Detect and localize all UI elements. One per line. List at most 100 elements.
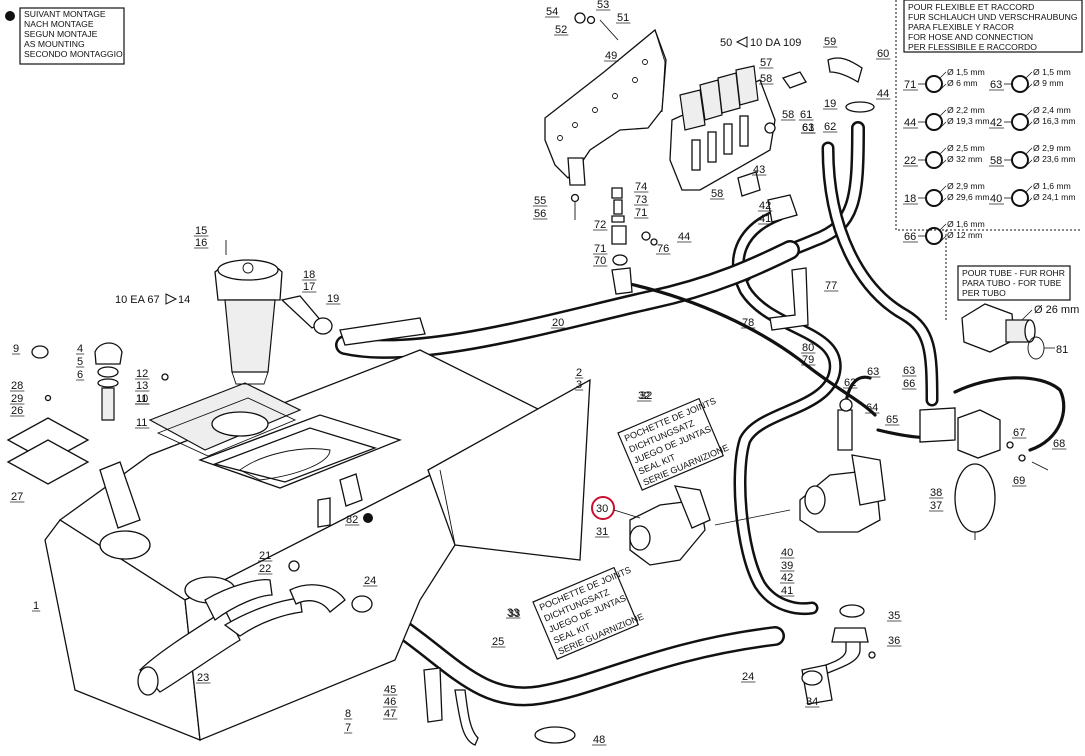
- tube-box: POUR TUBE - FUR ROHR PARA TUBO - FOR TUB…: [957, 265, 1079, 360]
- part-label: 17: [303, 281, 315, 293]
- fitting-stack: [570, 187, 658, 295]
- part-label: 63: [867, 366, 879, 378]
- part-label: 53: [597, 0, 609, 11]
- oring-size-item: 71 Ø 1,5 mmØ 6 mm: [903, 67, 985, 93]
- oring-icon: [1011, 151, 1029, 169]
- oring-icon: [925, 227, 943, 245]
- part-label: 79: [802, 354, 814, 366]
- part-label: 37: [930, 500, 942, 512]
- part-label: 54: [546, 6, 558, 18]
- part-label: 8: [345, 708, 351, 720]
- part-label: 73: [635, 194, 647, 206]
- part-label: 61: [802, 122, 814, 134]
- tube-box-line-3: PER TUBO: [962, 288, 1006, 298]
- part-label: 16: [195, 237, 207, 249]
- oring-inner-diameter: Ø 19,3 mm: [947, 116, 990, 126]
- part-label: 77: [825, 280, 837, 292]
- oring-inner-diameter: Ø 24,1 mm: [1033, 192, 1076, 202]
- oring-ref: 40: [990, 193, 1002, 205]
- part-label: 74: [635, 181, 647, 193]
- oring-section: Ø 2,5 mm: [947, 143, 985, 153]
- part-label: 39: [781, 560, 793, 572]
- part-label: 76: [657, 243, 669, 255]
- tube-diameter: Ø 26 mm: [1034, 304, 1079, 316]
- tube-fitting-icon: [961, 303, 1045, 360]
- oring-ref: 44: [904, 117, 916, 129]
- oring-inner-diameter: Ø 9 mm: [1033, 78, 1064, 88]
- part-label: 36: [888, 635, 900, 647]
- part-label: 57: [760, 57, 772, 69]
- return-filter: [214, 240, 333, 385]
- gear-pump-right: [799, 398, 886, 533]
- part-label: 7: [345, 722, 351, 734]
- part-label: 67: [1013, 427, 1025, 439]
- filter-ref-code: 10 EA 67: [115, 294, 160, 306]
- valve-ref-number: 50: [720, 37, 732, 49]
- part-label: 45: [384, 684, 396, 696]
- part-label: 48: [593, 734, 605, 746]
- part-label: 3: [576, 379, 582, 391]
- oring-section: Ø 1,5 mm: [947, 67, 985, 77]
- oring-size-item: 22Ø 2,5 mmØ 32 mm: [903, 143, 985, 169]
- oring-icon: [1011, 75, 1029, 93]
- part-label: 35: [888, 610, 900, 622]
- legend-line-5: SECONDO MONTAGGIO: [24, 49, 123, 59]
- seal-kit-32-ref: 32: [640, 390, 652, 402]
- part-label: 63: [903, 365, 915, 377]
- suction-elbow: [801, 604, 876, 705]
- oring-size-item: 40Ø 1,6 mmØ 24,1 mm: [989, 181, 1076, 207]
- oring-section: Ø 1,5 mm: [1033, 67, 1071, 77]
- part-label: 82: [346, 514, 358, 526]
- mounting-legend: SUIVANT MONTAGE NACH MONTAGE SEGUN MONTA…: [5, 7, 125, 65]
- control-valve-block: [669, 57, 875, 223]
- bullet-dot-icon: [363, 513, 373, 523]
- tube-box-line-2: PARA TUBO - FOR TUBE: [962, 278, 1062, 288]
- part-label: 44: [877, 88, 889, 100]
- part-label: 40: [781, 547, 793, 559]
- hose-box-line-3: PARA FLEXIBLE Y RACOR: [908, 22, 1014, 32]
- part-label: 5: [77, 356, 83, 368]
- part-label: 64: [866, 402, 878, 414]
- part-label: 56: [534, 208, 546, 220]
- tube-ref: 81: [1056, 344, 1068, 356]
- part-label: 62: [824, 121, 836, 133]
- oring-section: Ø 2,2 mm: [947, 105, 985, 115]
- part-label: 51: [617, 12, 629, 24]
- part-label: 55: [534, 195, 546, 207]
- valve-ref-code: 10 DA 109: [750, 37, 801, 49]
- part-label: 18: [303, 269, 315, 281]
- part-label: 65: [886, 414, 898, 426]
- part-label: 22: [259, 563, 271, 575]
- part-label: 28: [11, 380, 23, 392]
- part-label: 52: [555, 24, 567, 36]
- bracket-49: [544, 12, 667, 186]
- part-label: 12: [136, 368, 148, 380]
- oring-size-item: 66Ø 1,6 mmØ 12 mm: [903, 219, 985, 245]
- part-label: 80: [802, 342, 814, 354]
- oring-ref: 22: [904, 155, 916, 167]
- arrow-left-icon: [735, 36, 748, 48]
- part-label: 24: [742, 671, 754, 683]
- part-label: 38: [930, 487, 942, 499]
- tube-box-line-1: POUR TUBE - FUR ROHR: [962, 268, 1065, 278]
- oring-inner-diameter: Ø 23,6 mm: [1033, 154, 1076, 164]
- part-label: 59: [824, 36, 836, 48]
- part-label: 47: [384, 708, 396, 720]
- part-label: 19: [824, 98, 836, 110]
- hose-connection-box: POUR FLEXIBLE ET RACCORD FUR SCHLAUCH UN…: [895, 0, 1083, 320]
- part-label: 68: [1053, 438, 1065, 450]
- part-label: 70: [594, 255, 606, 267]
- oring-size-item: 44 Ø 2,2 mmØ 19,3 mm: [903, 105, 990, 131]
- part-label: 21: [259, 550, 271, 562]
- highlighted-part-30[interactable]: 30: [591, 496, 641, 520]
- part-label: 11: [136, 417, 147, 429]
- oring-ref: 18: [904, 193, 916, 205]
- part-label: 33: [507, 607, 519, 619]
- oring-section: Ø 1,6 mm: [947, 219, 985, 229]
- oring-ref: 71: [904, 79, 916, 91]
- cap-and-gaskets: [6, 342, 169, 485]
- part-label: 49: [605, 50, 617, 62]
- oring-inner-diameter: Ø 6 mm: [947, 78, 978, 88]
- highlight-ref[interactable]: 30: [596, 503, 608, 515]
